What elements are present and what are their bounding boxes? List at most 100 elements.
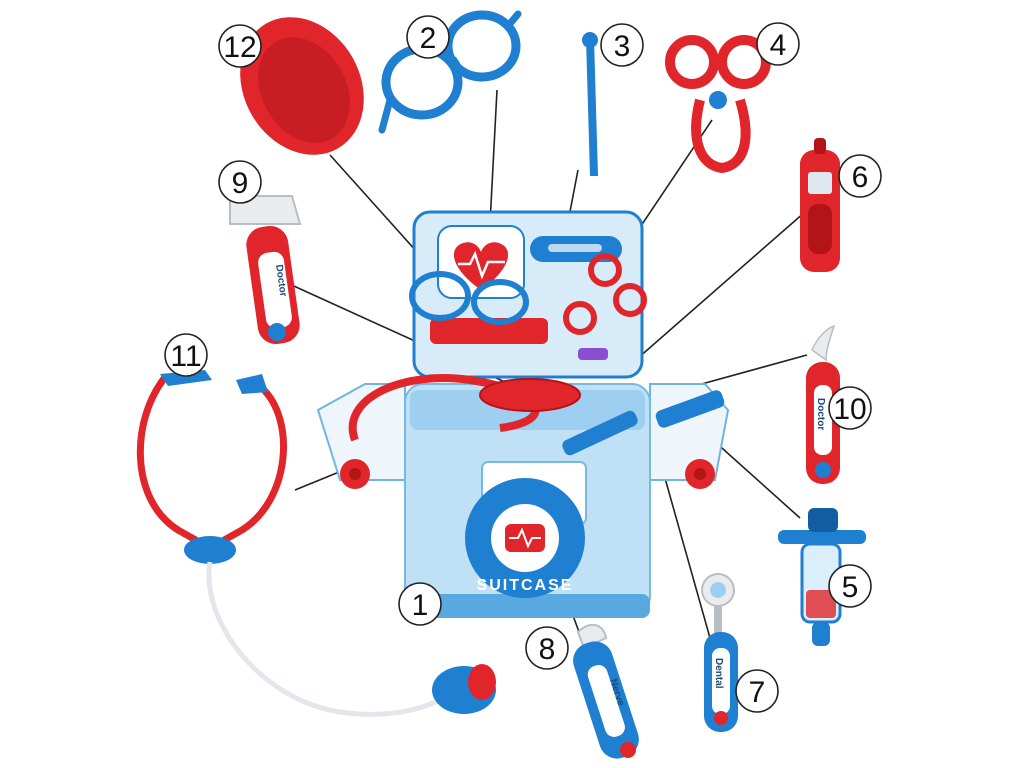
callout-3-number: 3 <box>614 30 631 63</box>
callout-4-circle <box>756 22 800 66</box>
blue-tweezers <box>582 32 598 176</box>
callout-4-number: 4 <box>770 29 787 62</box>
case-glasses-lens-right <box>471 279 529 325</box>
mirror-label-panel <box>712 648 730 714</box>
dental-mirror: Dental <box>701 573 738 732</box>
callout-11-circle <box>164 333 208 377</box>
callout-2: 2 <box>406 15 450 59</box>
callout-6-number: 6 <box>852 161 869 194</box>
syringe-flange <box>778 530 866 544</box>
toy-scalpel: Doctor <box>806 324 840 484</box>
glasses-temple-right <box>504 10 522 30</box>
callout-8: 8 <box>525 626 569 670</box>
hammer-label-panel <box>258 251 292 329</box>
callout-10: 10 <box>828 386 872 430</box>
callout-11-number: 11 <box>170 340 201 373</box>
mirror-label-text: Dental <box>713 658 724 689</box>
glasses-temple-left <box>378 96 394 134</box>
stethoscope-chestpiece-cap <box>468 664 496 700</box>
thermometer-tip <box>814 138 826 154</box>
callout-5: 5 <box>828 564 872 608</box>
toy-stethoscope <box>136 370 496 717</box>
digital-thermometer <box>800 138 840 272</box>
case-reflector <box>479 378 581 412</box>
mirror-glass <box>710 582 726 598</box>
case-small-tool <box>578 348 608 360</box>
pulse-icon <box>458 250 505 280</box>
nerve-hammer-end-cap <box>620 742 636 758</box>
syringe-tip <box>812 622 830 646</box>
scissors-pivot <box>709 91 727 109</box>
hammer-end-cap <box>268 323 286 341</box>
scissors-ring-left <box>665 35 719 89</box>
stethoscope-white-tube <box>206 561 442 717</box>
leader-line-6 <box>621 211 806 373</box>
callout-1-number: 1 <box>412 589 429 622</box>
stethoscope-earpiece-right <box>236 374 268 394</box>
mirror-neck <box>714 606 722 636</box>
callout-10-number: 10 <box>833 393 866 426</box>
glasses-lens-right <box>443 10 521 82</box>
callout-12-number: 12 <box>223 31 256 64</box>
callout-2-circle <box>406 15 450 59</box>
callout-2-number: 2 <box>420 22 437 55</box>
scissors-jaw <box>691 98 751 174</box>
case-otoscope <box>655 390 725 428</box>
scalpel-label-text: Doctor <box>815 398 826 430</box>
callout-1: 1 <box>398 582 442 626</box>
case-contents <box>348 253 725 456</box>
red-bowl-inner <box>258 37 350 143</box>
callout-8-number: 8 <box>539 633 556 666</box>
case-scissor-ring-b <box>613 283 647 317</box>
callout-markers: 1 2 3 4 5 6 7 8 <box>164 15 882 713</box>
right-wheel-hub <box>694 468 706 480</box>
callout-7-number: 7 <box>749 676 766 709</box>
callout-5-circle <box>828 564 872 608</box>
glasses-bridge <box>449 56 461 68</box>
red-bowl <box>240 17 364 155</box>
case-glasses-lens-left <box>409 271 471 321</box>
suitcase-badge-text: SUITCASE <box>477 577 574 594</box>
syringe-fluid <box>806 590 836 618</box>
callout-6-circle <box>838 154 882 198</box>
lid-slot-highlight <box>548 244 602 252</box>
tweezers-body <box>586 38 598 176</box>
thermometer-display <box>808 172 832 194</box>
callout-9-number: 9 <box>232 167 249 200</box>
callout-7-circle <box>735 669 779 713</box>
scalpel-label-panel <box>814 385 832 455</box>
stethoscope-yoke <box>184 536 236 564</box>
scalpel-blade <box>811 324 836 362</box>
left-wheel-hub <box>349 468 361 480</box>
stethoscope-earpiece-left <box>160 370 212 386</box>
tweezers-top <box>582 32 598 48</box>
callout-1-circle <box>398 582 442 626</box>
callout-3: 3 <box>600 23 644 67</box>
thermometer-button <box>808 204 832 254</box>
callout-5-number: 5 <box>842 571 859 604</box>
case-scissor-ring-a <box>588 253 622 287</box>
syringe-plunger <box>808 508 838 532</box>
reflex-hammer: Doctor <box>229 195 302 345</box>
case-bowl-tray <box>430 318 548 344</box>
callout-4: 4 <box>756 22 800 66</box>
callout-10-circle <box>828 386 872 430</box>
callout-12: 12 <box>218 24 262 68</box>
badge-pulse-icon <box>509 527 541 549</box>
callout-6: 6 <box>838 154 882 198</box>
callout-9: 9 <box>218 160 262 204</box>
nerve-hammer-label-panel <box>587 665 625 737</box>
nerve-hammer-head <box>576 623 608 650</box>
hammer-head <box>229 195 302 225</box>
leader-line-5 <box>712 439 801 519</box>
hammer-label-text: Doctor <box>273 264 288 298</box>
red-scissors <box>665 35 771 174</box>
callout-11: 11 <box>164 333 208 377</box>
heart-icon <box>453 242 509 290</box>
case-syringe <box>562 410 638 456</box>
suitcase-base <box>405 594 650 618</box>
callout-3-circle <box>600 23 644 67</box>
case-stethoscope-tube <box>348 374 540 442</box>
